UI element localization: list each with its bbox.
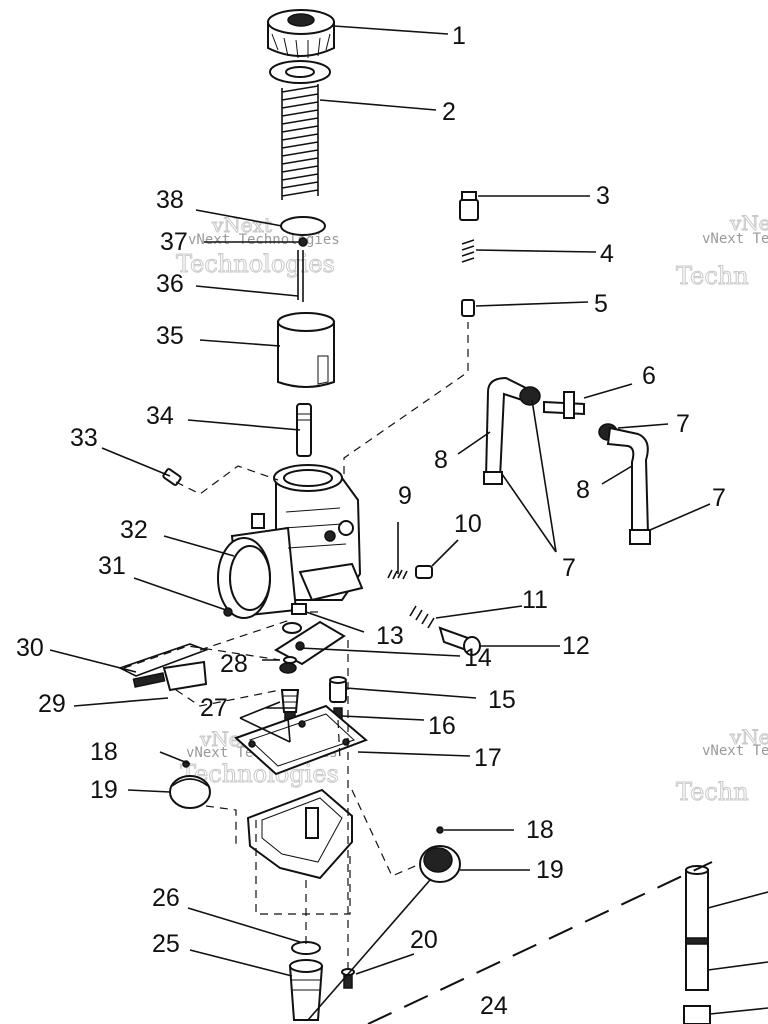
callout-19: 19 [90, 776, 118, 804]
part-needle-assembly [280, 216, 326, 302]
watermark-word: vNext [729, 725, 768, 749]
callout-7: 7 [676, 410, 690, 438]
callout-17: 17 [474, 744, 502, 772]
callout-16: 16 [428, 712, 456, 740]
part-hoses [483, 376, 651, 545]
callout-1: 1 [452, 22, 466, 50]
edge-leaders [707, 891, 768, 1015]
callout-10: 10 [454, 510, 482, 538]
part-11-12 [409, 605, 481, 656]
callout-2: 2 [442, 98, 456, 126]
callout-27: 27 [200, 694, 228, 722]
part-33 [162, 468, 182, 486]
callout-36: 36 [156, 270, 184, 298]
watermark-word: vNext [211, 213, 272, 237]
callout-7: 7 [712, 484, 726, 512]
leader-lines [49, 25, 711, 1021]
callout-34: 34 [146, 402, 174, 430]
part-float-arm [274, 603, 346, 674]
part-gasket [234, 704, 368, 776]
callout-38: 38 [156, 186, 184, 214]
callout-7: 7 [562, 554, 576, 582]
callout-29: 29 [38, 690, 66, 718]
part-float-bowl [246, 788, 353, 880]
callout-8: 8 [576, 476, 590, 504]
callout-25: 25 [152, 930, 180, 958]
callout-18: 18 [526, 816, 554, 844]
callout-31: 31 [98, 552, 126, 580]
watermark-word: Techn [676, 778, 749, 806]
watermark-word: vNext [729, 211, 768, 235]
callout-37: 37 [160, 228, 188, 256]
part-9-10 [387, 565, 433, 580]
callout-18: 18 [90, 738, 118, 766]
part-18-19-right [419, 826, 461, 883]
part-29-30 [117, 643, 209, 692]
callout-33: 33 [70, 424, 98, 452]
dashed-guides [123, 322, 713, 1024]
callout-6: 6 [642, 362, 656, 390]
callout-9: 9 [398, 482, 412, 510]
callout-28: 28 [220, 650, 248, 678]
part-throttle-slide [277, 312, 335, 388]
callout-11: 11 [522, 586, 548, 614]
callout-30: 30 [16, 634, 44, 662]
watermark-line: vNext Te [702, 743, 768, 759]
part-15-16 [329, 676, 347, 721]
callout-35: 35 [156, 322, 184, 350]
watermark-group: vNext vNext Technologies Technologies vN… [176, 211, 768, 807]
watermark-line: vNext Technologies [188, 232, 340, 248]
callout-15: 15 [488, 686, 516, 714]
callout-26: 26 [152, 884, 180, 912]
callout-3: 3 [596, 182, 610, 210]
part-25-26 [288, 941, 324, 1021]
part-24-tube [683, 865, 711, 1024]
callout-13: 13 [376, 622, 404, 650]
part-3-4-5 [459, 191, 479, 317]
callout-5: 5 [594, 290, 608, 318]
watermark-word: Techn [676, 262, 749, 290]
callout-24: 24 [480, 992, 508, 1020]
callout-labels: 1 2 3 4 5 6 7 7 7 8 8 9 10 11 12 13 14 1… [16, 22, 726, 1020]
part-spring [269, 60, 331, 200]
callout-4: 4 [600, 240, 614, 268]
watermark-word: Technologies [176, 250, 335, 278]
callout-20: 20 [410, 926, 438, 954]
watermark-line: vNext Te [702, 231, 768, 247]
part-cap [267, 9, 335, 59]
part-main-jet [280, 689, 300, 723]
callout-12: 12 [562, 632, 590, 660]
callout-19: 19 [536, 856, 564, 884]
part-carburetor-body [217, 464, 364, 619]
callout-32: 32 [120, 516, 148, 544]
callout-8: 8 [434, 446, 448, 474]
callout-14: 14 [464, 644, 492, 672]
